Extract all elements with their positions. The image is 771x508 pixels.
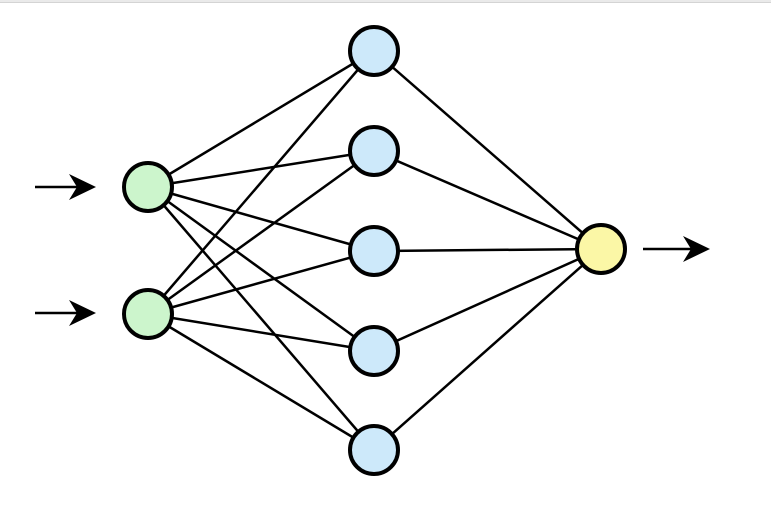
input-layer-node-2 bbox=[122, 288, 174, 340]
edge-input-layer-2-to-hidden-layer-3 bbox=[147, 249, 375, 316]
arrows-group bbox=[35, 174, 710, 326]
edge-input-layer-1-to-hidden-layer-5 bbox=[147, 186, 375, 451]
output-layer-node-1 bbox=[575, 223, 627, 275]
input-arrow-1-head-icon bbox=[69, 174, 96, 200]
output-arrow-head-icon bbox=[683, 236, 710, 262]
hidden-layer-node-5 bbox=[348, 424, 400, 476]
hidden-layer-node-3 bbox=[348, 225, 400, 277]
edge-input-layer-2-to-hidden-layer-2 bbox=[147, 149, 375, 316]
edge-hidden-layer-1-to-output-layer-1 bbox=[373, 50, 602, 250]
edge-input-layer-1-to-hidden-layer-4 bbox=[147, 185, 375, 353]
edge-hidden-layer-3-to-output-layer-1 bbox=[373, 247, 602, 253]
edge-input-layer-2-to-hidden-layer-5 bbox=[147, 312, 375, 452]
top-border-bar bbox=[0, 0, 771, 3]
hidden-layer-node-4 bbox=[348, 325, 400, 377]
nodes-group bbox=[122, 25, 627, 476]
input-arrow-2-head-icon bbox=[69, 300, 96, 326]
edge-input-layer-2-to-hidden-layer-4 bbox=[147, 312, 375, 353]
edge-input-layer-1-to-hidden-layer-1 bbox=[147, 49, 375, 189]
edge-input-layer-2-to-hidden-layer-1 bbox=[147, 50, 375, 315]
edge-hidden-layer-2-to-output-layer-1 bbox=[373, 149, 602, 251]
edge-hidden-layer-4-to-output-layer-1 bbox=[373, 247, 602, 353]
input-layer-node-1 bbox=[122, 161, 174, 213]
edge-input-layer-1-to-hidden-layer-3 bbox=[147, 185, 375, 253]
edges-group bbox=[147, 49, 602, 452]
hidden-layer-node-2 bbox=[348, 125, 400, 177]
edge-hidden-layer-5-to-output-layer-1 bbox=[373, 248, 602, 451]
hidden-layer-node-1 bbox=[348, 25, 400, 77]
edge-input-layer-1-to-hidden-layer-2 bbox=[147, 149, 375, 189]
